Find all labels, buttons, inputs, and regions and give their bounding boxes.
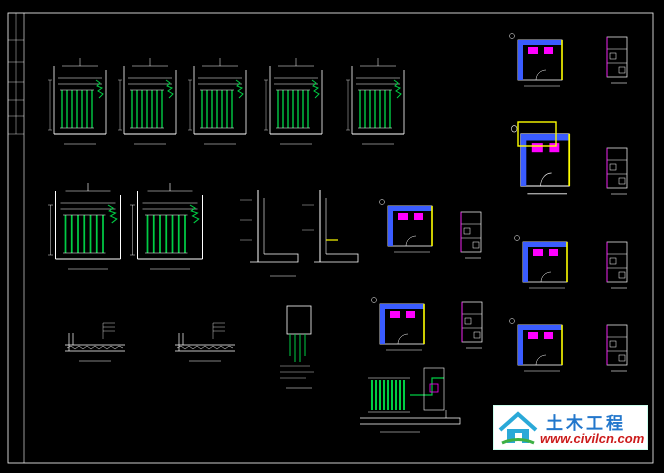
kitchen-section-c2 bbox=[461, 301, 483, 349]
elevation-3 bbox=[187, 57, 247, 145]
kitchen-section-r4 bbox=[606, 324, 628, 372]
floor-section-1 bbox=[64, 322, 126, 362]
watermark-url: www.civilcn.com bbox=[540, 431, 645, 446]
radiator-elevation bbox=[360, 367, 461, 433]
kitchen-section-c1 bbox=[460, 211, 482, 259]
title-strip-cells bbox=[8, 13, 24, 135]
kitchen-section-r2 bbox=[606, 147, 628, 195]
watermark-title: 土木工程 bbox=[546, 414, 626, 434]
elevation-7 bbox=[129, 182, 204, 270]
stair-outline bbox=[517, 121, 557, 147]
kitchen-plan-c1 bbox=[378, 198, 433, 253]
sheet-border bbox=[7, 12, 654, 464]
wall-section-a bbox=[240, 190, 299, 277]
floor-section-2 bbox=[174, 322, 236, 362]
wall-section-b bbox=[302, 190, 359, 263]
kitchen-plan-c2 bbox=[370, 296, 425, 351]
house-logo-icon bbox=[498, 411, 538, 445]
kitchen-section-r1 bbox=[606, 36, 628, 84]
kitchen-plan-r2 bbox=[510, 124, 571, 195]
kitchen-section-r3 bbox=[606, 241, 628, 289]
elevation-4 bbox=[263, 57, 323, 145]
elevation-2 bbox=[117, 57, 177, 145]
pipe-detail bbox=[280, 305, 314, 389]
watermark: 土木工程 www.civilcn.com bbox=[493, 405, 648, 450]
elevation-6 bbox=[47, 182, 122, 270]
elevation-1 bbox=[47, 57, 107, 145]
elevation-5 bbox=[345, 57, 405, 145]
kitchen-plan-r4 bbox=[508, 317, 563, 372]
kitchen-plan-r1 bbox=[508, 32, 563, 87]
kitchen-plan-r3 bbox=[513, 234, 568, 289]
